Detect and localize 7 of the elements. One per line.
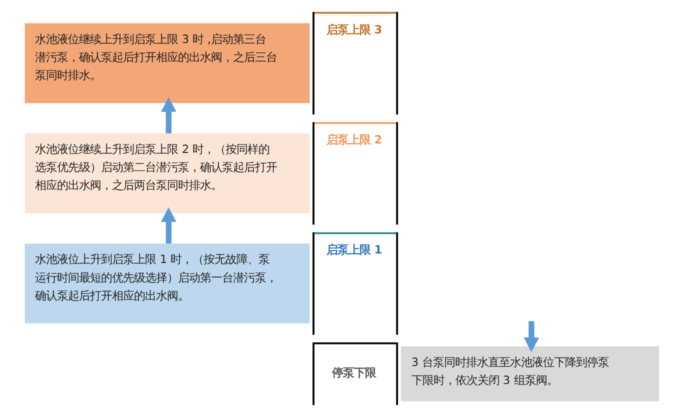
arrow: [524, 321, 540, 352]
arrow: [160, 207, 176, 244]
node-box: 水池液位继续上升到启泵上限 2 时，（按同样的选泵优先级）启动第二台潜污泵，确认泵起后打开相应的出水阀，之后两台泵同时排水。: [24, 133, 310, 214]
arrow: [160, 97, 176, 134]
node-box: 水池液位上升到启泵上限 1 时，（按无故障、泵运行时间最短的优先级选择）启动第一台潜污泵，确认泵起后打开相应的出水阀。: [24, 244, 310, 324]
node-box: 3 台泵同时排水直至水池液位下降到停泵下限时，依次关闭 3 组泵阀。: [400, 346, 660, 402]
node-box: 水池液位继续上升到启泵上限 3 时 ,启动第三台潜污泵，确认泵起后打开相应的出水阀，之后三台泵同时排水。: [24, 23, 310, 104]
